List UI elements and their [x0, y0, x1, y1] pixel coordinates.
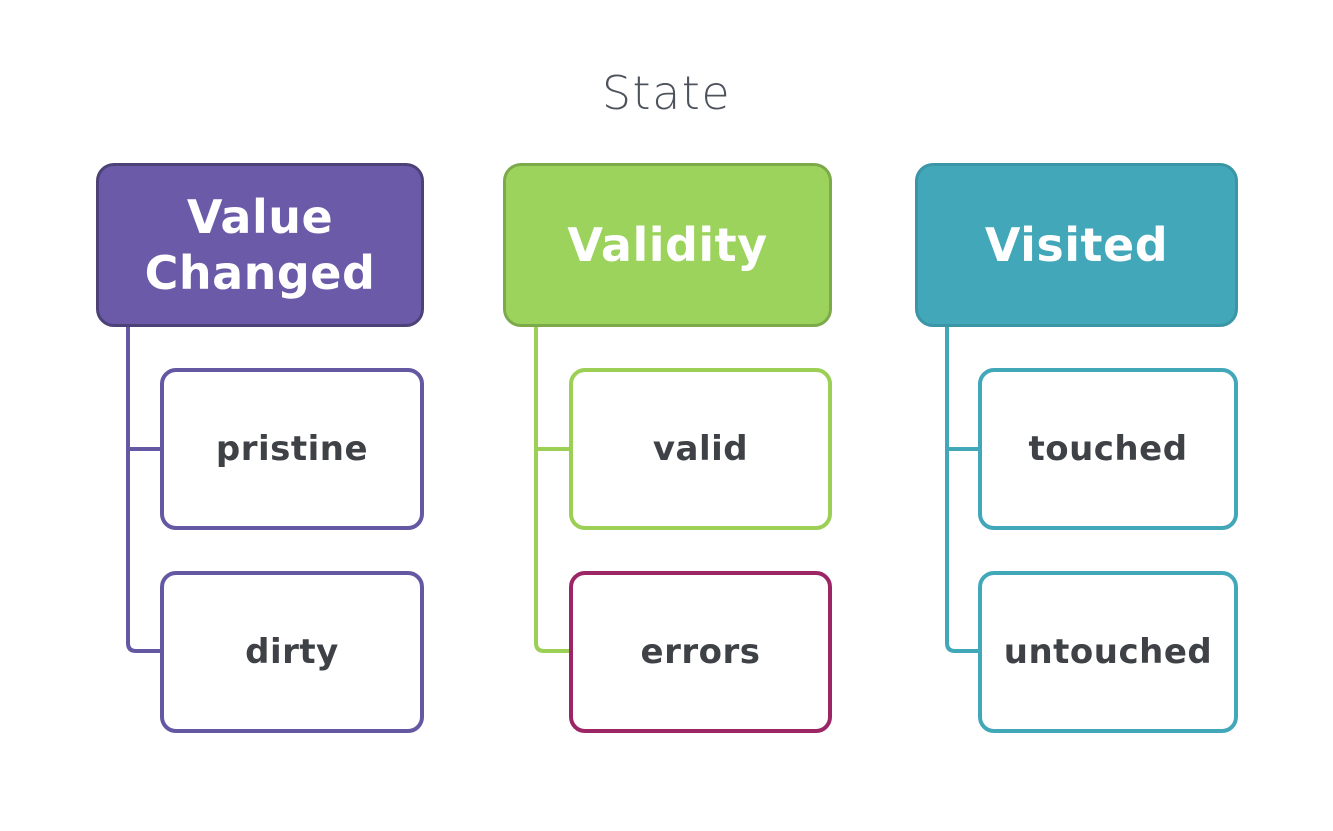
connector-visited [945, 325, 979, 653]
parent-box-value-changed: Value Changed [96, 163, 424, 327]
parent-box-validity-label: Validity [567, 217, 768, 272]
child-box-untouched-label: untouched [1003, 632, 1213, 672]
connector-value-changed [126, 325, 161, 653]
child-box-touched-label: touched [1028, 429, 1188, 469]
child-box-valid-label: valid [652, 429, 749, 469]
child-box-pristine-label: pristine [215, 429, 369, 469]
child-box-touched: touched [978, 368, 1238, 530]
connector-validity [534, 325, 570, 653]
parent-box-visited-label: Visited [984, 217, 1169, 272]
child-box-errors-label: errors [640, 632, 761, 672]
parent-box-validity: Validity [503, 163, 832, 327]
parent-box-visited: Visited [915, 163, 1238, 327]
child-box-dirty: dirty [160, 571, 424, 733]
child-box-valid: valid [569, 368, 832, 530]
diagram-title: State [601, 66, 732, 120]
child-box-untouched: untouched [978, 571, 1238, 733]
child-box-errors: errors [569, 571, 832, 733]
parent-box-value-changed-label: Value Changed [144, 189, 376, 300]
child-box-pristine: pristine [160, 368, 424, 530]
child-box-dirty-label: dirty [245, 632, 339, 672]
